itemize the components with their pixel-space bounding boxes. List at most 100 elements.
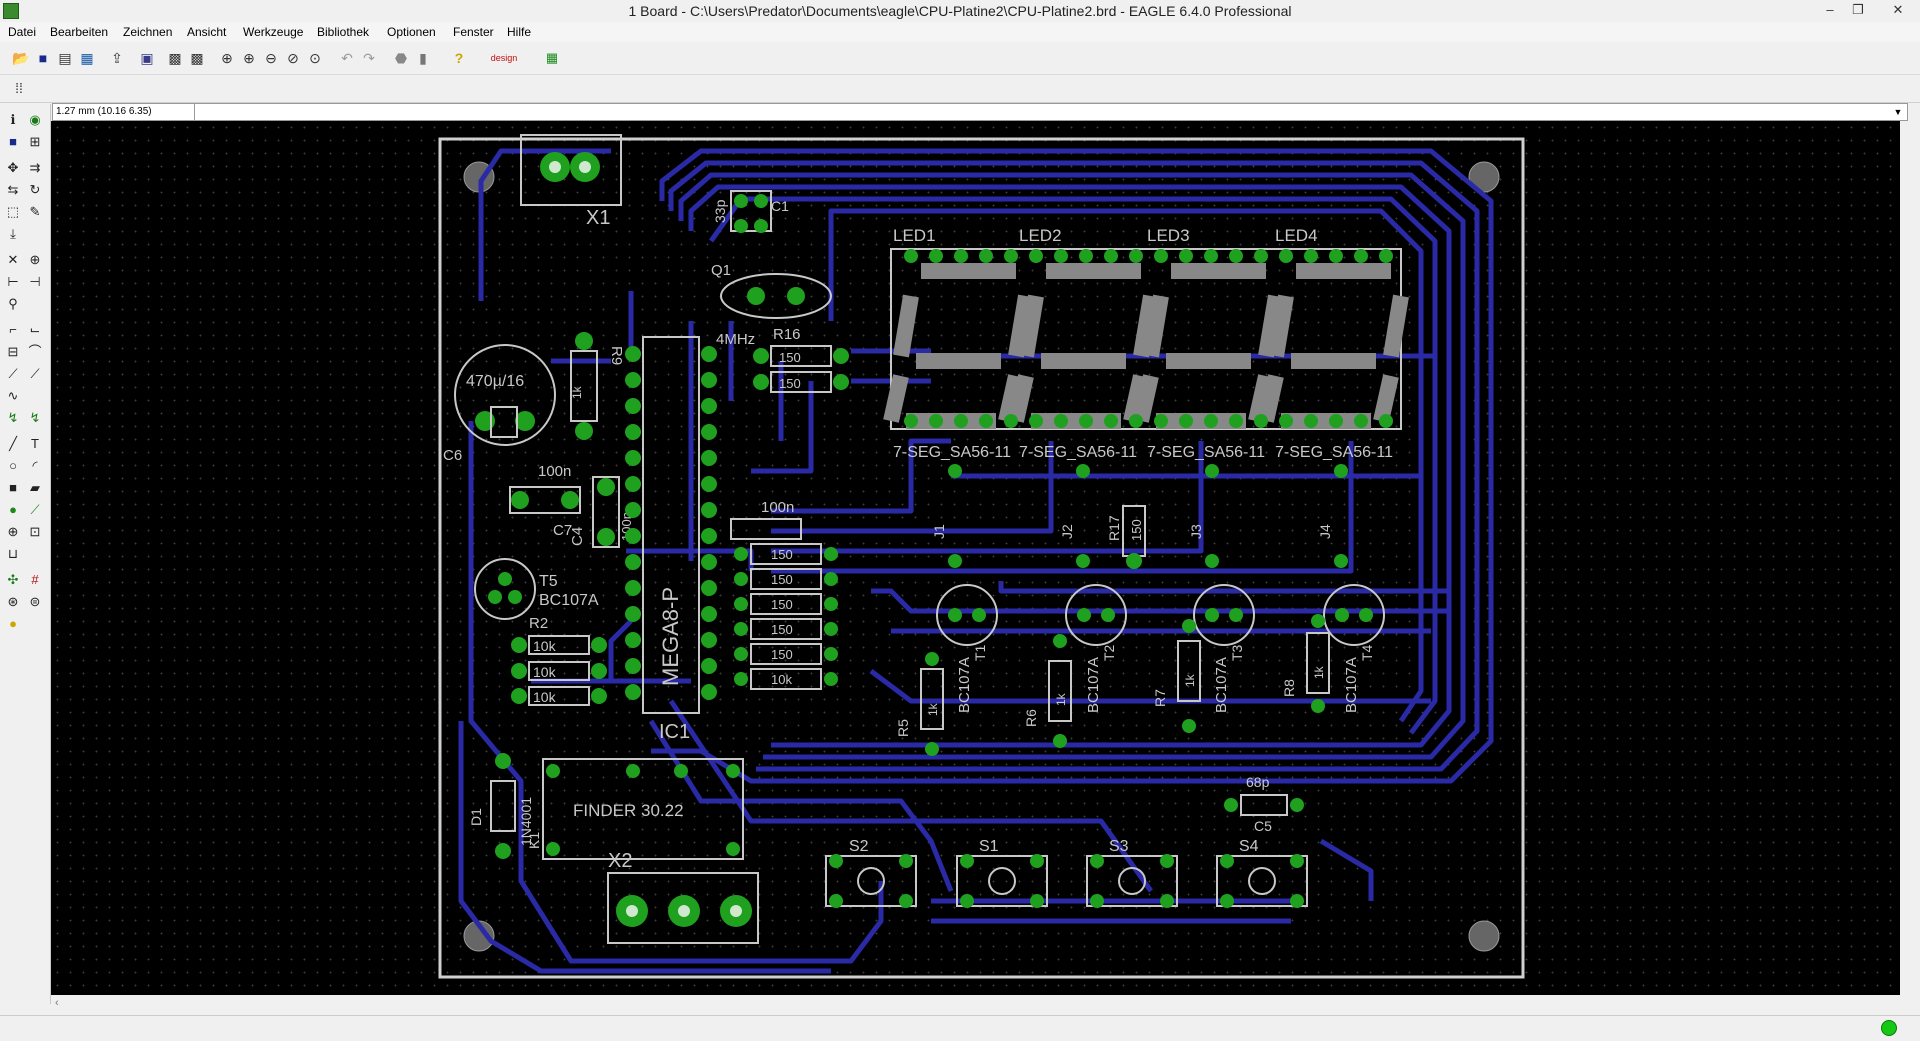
crystal-q1[interactable]: C1 33p Q1 4MHz [711,190,832,348]
chevron-down-icon[interactable]: ▼ [1893,107,1903,117]
menu-bibliothek[interactable]: Bibliothek [317,25,370,39]
zoom-redraw-icon[interactable]: ⊘ [287,50,299,66]
connector-x1[interactable]: X1 [520,134,622,229]
zoom-out-icon[interactable]: ⊖ [265,50,277,66]
delete-icon[interactable]: ✕ [7,252,19,267]
capacitor-c4[interactable]: C4 100n [569,476,634,548]
cam-icon[interactable]: ▦ [80,50,94,66]
diode-d1[interactable]: D1 1N4001 [468,753,534,859]
transistor-t5[interactable]: T5 BC107A [474,558,599,620]
eagle-app-icon[interactable] [3,3,19,19]
mirror-icon[interactable]: ⇆ [7,182,19,197]
signal-icon[interactable]: ⟋ [30,502,40,517]
minimize-button[interactable]: – [1826,2,1834,17]
autoroute-icon[interactable]: ↯ [7,410,19,425]
pcb-quote-icon[interactable]: ▦ [545,50,559,65]
resistors-r5-r8[interactable]: R5 R6 R7 R8 1k 1k 1k 1k [895,614,1330,756]
warning-icon[interactable]: ● [9,616,17,631]
copy-icon[interactable]: ⇉ [29,160,41,175]
ratsnest-icon[interactable]: ✣ [7,572,19,587]
script-icon[interactable]: ⇪ [111,50,123,66]
drc-icon[interactable]: ▩ [168,50,182,66]
run-icon[interactable]: ▣ [140,50,154,66]
resistor-r16[interactable]: R16 150 150 [753,326,849,393]
optimize-icon[interactable]: ⊟ [7,344,19,359]
name-icon[interactable]: ⊢ [7,274,19,289]
command-line-input[interactable]: ▼ [194,103,1908,121]
ic1-atmega8[interactable]: MEGA8-P IC1 [625,336,717,743]
menu-datei[interactable]: Datei [8,25,37,39]
attribute-icon[interactable]: ⊡ [29,524,41,539]
resistor-r17[interactable]: R17 150 [1106,505,1146,569]
dimension-icon[interactable]: ⊔ [7,546,19,561]
paste-icon[interactable]: ⤓ [10,226,16,241]
led-display-array[interactable]: LED1 LED2 LED3 LED4 7-SEG_SA56-11 7-SEG_… [883,226,1409,461]
switches[interactable]: S2 S1 S3 S4 [825,838,1308,908]
open-icon[interactable]: 📂 [12,50,30,66]
connector-x2[interactable]: X2 [607,850,759,944]
add-icon[interactable]: ⊕ [29,252,41,267]
pcb-layout[interactable]: X1 470µ/16 C6 100n C7 C4 100n R [51,121,1900,995]
zoom-fit-icon[interactable]: ⊕ [221,50,233,66]
arc-icon[interactable]: ◜ [32,458,38,473]
circle-icon[interactable]: ○ [9,458,17,473]
rect-icon[interactable]: ■ [9,480,17,495]
relay-k1[interactable]: FINDER 30.22 K1 [526,758,744,860]
group-icon[interactable]: ⬚ [6,204,20,219]
help-icon[interactable]: ? [454,50,464,66]
redo-icon[interactable]: ↷ [363,50,375,66]
smash-icon[interactable]: ⚲ [8,296,18,311]
menu-hilfe[interactable]: Hilfe [507,25,532,39]
capacitor-c5[interactable]: 68p C5 [1224,774,1304,834]
scroll-left-icon[interactable]: ‹ [55,997,59,1009]
save-icon[interactable]: ■ [38,50,48,66]
restore-button[interactable]: ❐ [1852,2,1864,17]
print-icon[interactable]: ▤ [58,50,72,66]
rotate-icon[interactable]: ↻ [29,182,41,197]
resistor-bank-150[interactable]: 100n 150 150 150 150 150 10k [730,499,838,690]
errors-icon[interactable]: ⊜ [29,594,41,609]
menu-werkzeuge[interactable]: Werkzeuge [243,25,304,39]
menu-ansicht[interactable]: Ansicht [187,25,227,39]
vertical-scrollbar[interactable] [1900,121,1920,995]
grid-icon[interactable]: ⁞⁞ [15,80,23,96]
mark-icon[interactable]: ⊞ [29,134,41,149]
info-icon[interactable]: ℹ [10,112,16,127]
text-icon[interactable]: T [31,436,39,451]
menu-optionen[interactable]: Optionen [387,25,436,39]
resistor-array-left[interactable]: R2 10k 10k 10k [511,615,607,706]
polygon-icon[interactable]: ▰ [30,480,40,495]
zoom-in-icon[interactable]: ⊕ [243,50,255,66]
hole-icon[interactable]: ⊕ [7,524,19,539]
display-icon[interactable]: ■ [9,134,17,149]
undo-icon[interactable]: ↶ [341,50,353,66]
split-icon[interactable]: ⌙ [29,322,41,337]
erc-icon[interactable]: ▩ [190,50,204,66]
menu-zeichnen[interactable]: Zeichnen [123,25,173,39]
value-icon[interactable]: ⊣ [29,274,41,289]
route-helper-icon[interactable]: ↯ [29,410,41,425]
autorouter-icon[interactable]: # [31,572,39,587]
miter-icon[interactable]: ⌐ [9,322,17,337]
menu-bearbeiten[interactable]: Bearbeiten [50,25,109,39]
capacitor-c7[interactable]: 100n C7 [509,463,581,539]
wave-icon[interactable]: ∿ [7,388,19,403]
drc-check-icon[interactable]: ⊛ [7,594,19,609]
stop-icon[interactable]: ⬣ [394,50,408,66]
zoom-select-icon[interactable]: ⊙ [309,50,321,66]
capacitor-c6[interactable]: 470µ/16 C6 [443,344,556,464]
move-icon[interactable]: ✥ [7,160,19,175]
show-icon[interactable]: ◉ [29,112,41,127]
via-icon[interactable]: ● [9,502,17,517]
designlink-icon[interactable]: design [490,53,518,63]
route-icon[interactable]: ⟋ [8,366,18,381]
horizontal-scrollbar[interactable]: ‹ [51,995,1900,1015]
jumpers[interactable]: J1 J2 J3 J4 [931,464,1348,568]
board-canvas[interactable]: X1 470µ/16 C6 100n C7 C4 100n R [51,121,1900,995]
close-button[interactable]: ✕ [1892,2,1904,17]
go-icon[interactable]: ▮ [419,50,427,66]
resistor-r9[interactable]: R9 1k [570,332,625,440]
ripup-icon[interactable]: ⟋ [30,366,40,381]
change-icon[interactable]: ✎ [29,204,41,219]
menu-fenster[interactable]: Fenster [453,25,494,39]
